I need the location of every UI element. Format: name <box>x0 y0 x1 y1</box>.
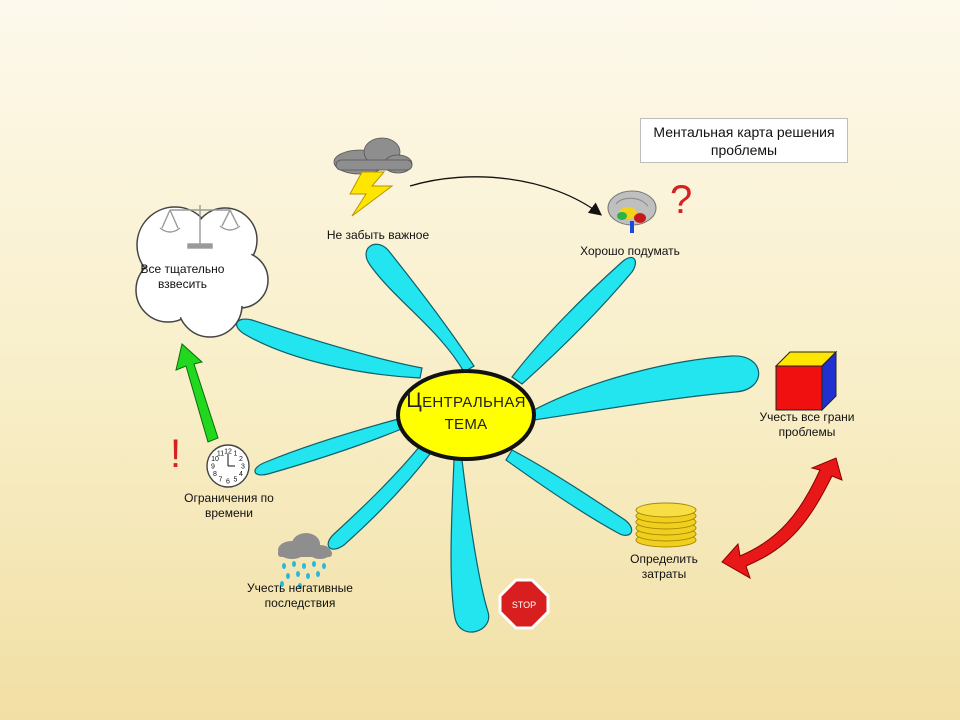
brain-icon <box>607 190 657 233</box>
clock-numeral: 2 <box>239 456 243 463</box>
scales-icon <box>159 205 241 249</box>
cube-icon <box>774 350 838 412</box>
branch-time <box>254 417 405 476</box>
clock-numeral: 12 <box>224 449 232 456</box>
red-double-arrow <box>721 457 843 580</box>
stop-sign-label: STOP <box>512 600 536 610</box>
clock-numeral: 7 <box>219 477 223 484</box>
clock-numeral: 11 <box>217 451 224 458</box>
branch-weigh <box>236 318 423 379</box>
central-topic-label: ЦЕНТРАЛЬНАЯ ТЕМА <box>398 390 534 436</box>
clock-numeral: 10 <box>211 456 219 463</box>
node-label-facets: Учесть все грани проблемы <box>759 410 855 439</box>
coin-stack-icon <box>635 502 697 548</box>
clock-numeral: 6 <box>226 479 230 486</box>
stop-sign-icon: STOP <box>498 578 550 630</box>
storm-cloud-icon <box>333 137 413 175</box>
node-label-think: Хорошо подумать <box>580 244 680 258</box>
branch-dont-forget <box>365 243 475 373</box>
rain-cloud-icon <box>278 533 332 589</box>
central-line1: ЕНТРАЛЬНАЯ <box>422 394 526 411</box>
branch-facets <box>529 355 760 421</box>
clock-numeral: 8 <box>213 471 217 478</box>
branch-costs <box>505 449 633 536</box>
map-title: Ментальная карта решения проблемы <box>640 118 848 163</box>
central-first-letter: Ц <box>406 389 423 412</box>
exclamation-mark: ! <box>170 432 182 476</box>
clock-numeral: 5 <box>234 477 238 484</box>
branch-think <box>511 257 636 385</box>
node-label-negative: Учесть негативные последствия <box>247 581 353 610</box>
node-label-time: Ограничения по времени <box>184 491 274 520</box>
lightning-icon <box>349 171 394 217</box>
green-arrow <box>175 343 219 443</box>
clock-numeral: 9 <box>211 464 215 471</box>
question-mark: ? <box>670 178 693 222</box>
node-label-weigh: Все тщательно взвесить <box>140 262 225 291</box>
clock-numeral: 4 <box>239 471 243 478</box>
node-label-dont-forget: Не забыть важное <box>326 228 430 242</box>
connector-arrow-think <box>409 176 603 216</box>
clock-numeral: 3 <box>241 464 245 471</box>
clock-numeral: 1 <box>234 451 238 458</box>
node-label-costs: Определить затраты <box>630 552 698 581</box>
central-topic-node <box>396 369 536 461</box>
branch-bottom <box>450 459 490 633</box>
branch-negative <box>327 445 431 550</box>
central-line2: ТЕМА <box>444 416 488 433</box>
